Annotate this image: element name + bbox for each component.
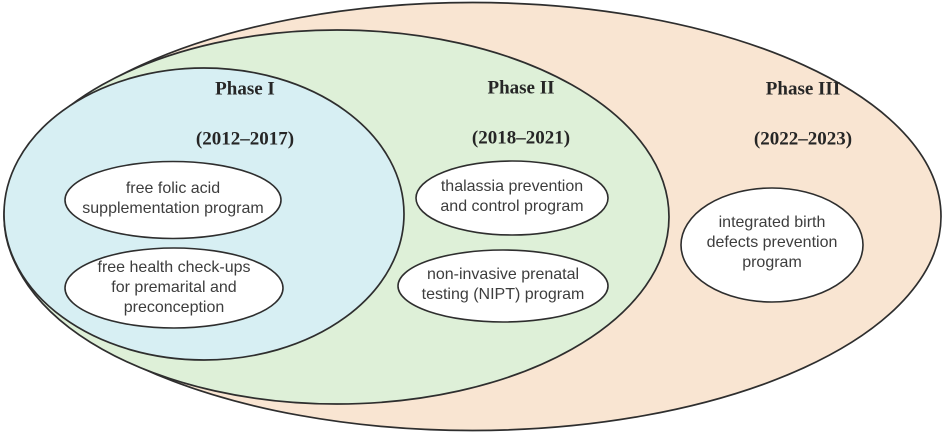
program-ellipse-birth-defects (680, 187, 864, 303)
program-ellipse-thalassia (415, 160, 609, 236)
program-ellipse-nipt (397, 249, 609, 323)
program-ellipse-folic-acid (64, 160, 282, 240)
program-ellipse-health-checkups (64, 247, 284, 329)
